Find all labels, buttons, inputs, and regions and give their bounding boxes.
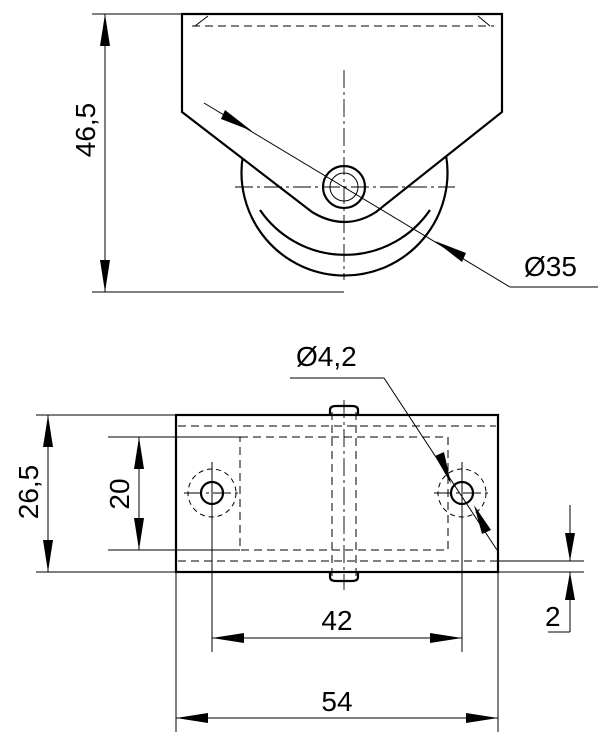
hole-diameter-arrow-2 <box>474 505 491 534</box>
wheel-diameter-arrow-2 <box>435 241 466 262</box>
bracket-outline <box>180 12 504 223</box>
width-dimension-label: 54 <box>321 686 352 717</box>
inner-depth-arrow-top <box>134 437 144 469</box>
inner-depth-dimension-label: 20 <box>104 478 135 509</box>
wheel-outline <box>240 154 449 277</box>
offset-dimension-label: 2 <box>545 601 561 632</box>
hole-spacing-label: 42 <box>321 605 352 636</box>
depth-arrow-bottom <box>43 540 53 572</box>
inner-depth-arrow-bottom <box>134 518 144 550</box>
top-plate-bevel-left <box>194 15 209 27</box>
hole-spacing-arrow-left <box>212 633 244 643</box>
wheel-outline-front <box>259 209 431 256</box>
top-plate-bevel-right <box>477 15 491 27</box>
height-dimension-label: 46,5 <box>70 103 101 158</box>
plate-outline <box>174 413 500 574</box>
height-arrow-bottom <box>100 260 110 292</box>
wheel-diameter-label: Ø35 <box>524 251 577 282</box>
hole-spacing-arrow-right <box>430 633 462 643</box>
depth-arrow-top <box>43 415 53 447</box>
hole-diameter-arrow-1 <box>435 452 451 484</box>
wheel-diameter-arrow-1 <box>221 110 252 131</box>
side-view: 46,5 Ø35 <box>70 12 598 293</box>
top-view: Ø4,2 26,5 20 42 54 2 <box>13 341 584 732</box>
depth-dimension-label: 26,5 <box>13 465 44 520</box>
offset-arrow-bottom <box>565 572 575 600</box>
height-arrow-top <box>100 14 110 46</box>
hole-diameter-label: Ø4,2 <box>296 341 357 372</box>
offset-arrow-top <box>565 533 575 561</box>
width-arrow-right <box>466 713 498 723</box>
width-arrow-left <box>176 713 208 723</box>
